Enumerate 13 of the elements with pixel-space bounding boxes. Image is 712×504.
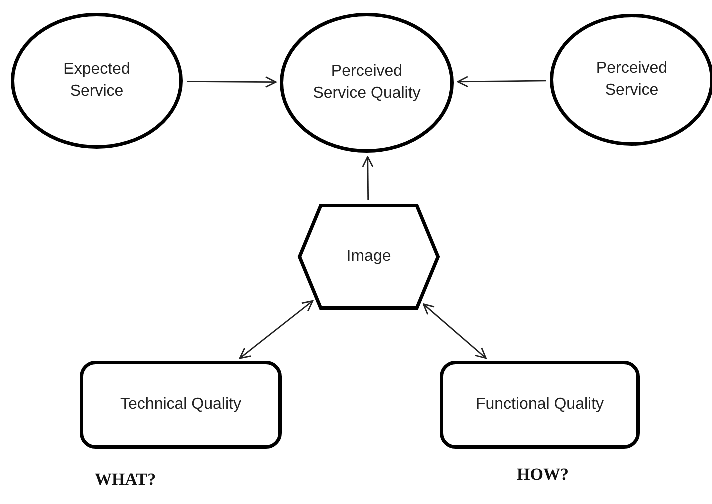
arrow [239, 300, 314, 360]
node-label: Image [346, 247, 392, 268]
arrow [362, 156, 374, 200]
arrow [186, 76, 277, 88]
arrow [422, 304, 487, 360]
question-label: HOW? [517, 465, 569, 485]
node-label: Expected Service [62, 60, 132, 102]
question-label: WHAT? [95, 470, 156, 490]
node-label: Technical Quality [120, 395, 242, 416]
node-label: Perceived Service [595, 59, 669, 101]
arrow [457, 76, 546, 88]
node-label: Functional Quality [474, 395, 606, 416]
node-label: Perceived Service Quality [312, 62, 422, 104]
